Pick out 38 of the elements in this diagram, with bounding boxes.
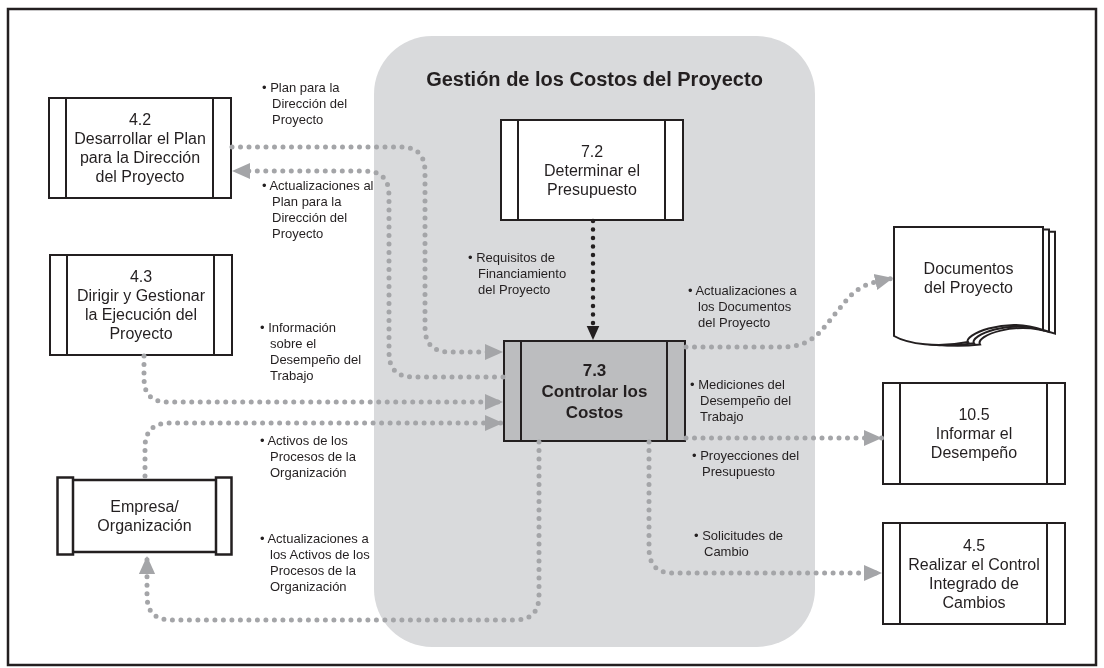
process-number: 7.2: [580, 141, 604, 161]
edge-label: • Activos de los Procesos de la Organización: [260, 433, 357, 481]
edge-label: • Información sobre el Desempeño del Trabajo: [260, 320, 363, 384]
document-stack: [893, 226, 1058, 350]
edge-label: • Requisitos de Financiamiento del Proyecto: [468, 250, 568, 298]
process-box: [49, 254, 233, 356]
process-name: Empresa/ Organización: [96, 497, 193, 535]
process-box: [882, 382, 1066, 485]
process-name: Controlar los Costos: [540, 380, 649, 423]
edge-label: • Actualizaciones al Plan para la Dirección del Proyecto: [262, 178, 374, 242]
process-box: [882, 522, 1066, 625]
group-heading: Gestión de los Costos del Proyecto: [425, 68, 764, 91]
process-number: 7.3: [582, 359, 607, 381]
edge-label: • Mediciones del Desempeño del Trabajo: [690, 377, 793, 425]
process-name: Informar el Desempeño: [929, 424, 1019, 462]
output-label: • Proyecciones del Presupuesto: [692, 448, 801, 480]
edge-label: • Actualizaciones a los Documentos del Proyecto: [688, 283, 798, 331]
dotted-arrow: [138, 439, 542, 623]
dotted-arrow: [142, 414, 506, 479]
process-box: [500, 119, 684, 221]
process-number: 4.5: [962, 535, 986, 555]
process-name: Documentos del Proyecto: [922, 259, 1015, 297]
process-name: Realizar el Control Integrado de Cambios: [907, 554, 1041, 612]
scroll-shape: [56, 476, 233, 556]
process-box: [48, 97, 232, 199]
dotted-arrow: [683, 274, 896, 350]
edge-label: • Plan para la Dirección del Proyecto: [262, 80, 349, 128]
dotted-arrow: [683, 429, 885, 447]
edge-label: • Solicitudes de Cambio: [694, 528, 784, 560]
process-group-band: [374, 36, 815, 647]
process-name: Desarrollar el Plan para la Dirección del Proyecto: [73, 129, 207, 186]
process-number: 4.3: [129, 267, 153, 286]
process-number: 4.2: [128, 110, 152, 129]
process-name: Determinar el Presupuesto: [543, 160, 641, 199]
process-name: Dirigir y Gestionar la Ejecución del Proyecto: [76, 286, 206, 343]
process-box: [503, 340, 686, 442]
edge-label: • Actualizaciones a los Activos de los Procesos de la Organización: [260, 531, 371, 595]
process-number: 10.5: [958, 405, 990, 424]
